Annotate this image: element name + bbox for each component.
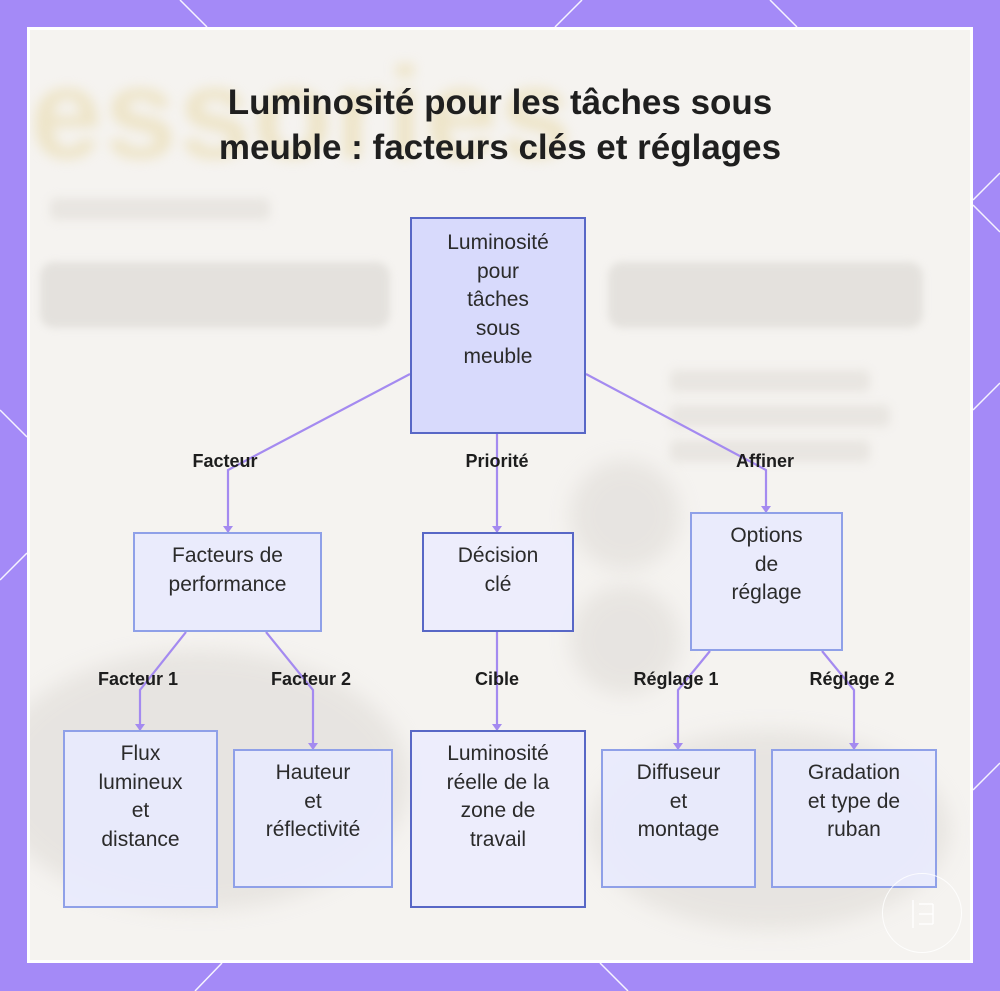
node-reelle-line: Luminosité [447, 742, 549, 765]
edge-facteurs-hauteur [265, 631, 315, 749]
node-hauteur-line: Hauteur [275, 761, 351, 784]
node-gradation-ruban: Gradation et type de ruban [771, 749, 937, 888]
edge-facteurs-flux [138, 631, 187, 730]
edge-root-options [585, 373, 768, 512]
node-root-line: sous [475, 316, 521, 340]
edge-label-priorite: Priorité [465, 451, 529, 471]
node-reelle-line: zone de [460, 799, 536, 822]
node-reelle-line: travail [469, 827, 526, 851]
node-flux-lumineux: Flux lumineux et distance [63, 730, 218, 908]
node-flux-line: et [131, 799, 150, 822]
node-root-line: tâches [467, 288, 529, 311]
node-diffuseur-line: et [669, 789, 688, 813]
node-root-luminosite: Luminosité pour tâches sous meuble [410, 217, 586, 434]
edge-label-affiner: Affiner [736, 451, 794, 471]
node-gradation-line: ruban [827, 818, 881, 841]
node-diffuseur-line: Diffuseur [636, 761, 721, 784]
node-facteurs-line: Facteurs de [172, 544, 283, 567]
node-diffuseur-montage: Diffuseur et montage [601, 749, 756, 888]
node-options-line: réglage [731, 581, 802, 604]
edge-label-facteur-2: Facteur 2 [270, 669, 352, 689]
edge-label-reglage-1: Réglage 1 [633, 669, 719, 689]
edge-label-facteur: Facteur [192, 451, 258, 471]
edge-options-gradation [821, 650, 856, 749]
edge-label-facteur-1: Facteur 1 [97, 669, 179, 689]
node-gradation-line: Gradation [807, 761, 901, 784]
node-reelle-line: réelle de la [446, 770, 550, 794]
node-decision-line: Décision [457, 544, 539, 567]
node-diffuseur-line: montage [637, 818, 720, 841]
watermark-logo [882, 873, 962, 953]
node-root-line: Luminosité [447, 231, 549, 254]
node-decision-line: clé [484, 572, 512, 596]
edge-label-reglage-2: Réglage 2 [809, 669, 895, 689]
diagram-title: Luminosité pour les tâches sous meuble :… [0, 80, 1000, 170]
node-flux-line: distance [101, 827, 180, 851]
node-options-line: de [754, 552, 779, 576]
node-hauteur-line: réflectivité [265, 818, 361, 841]
edge-options-diffuseur [676, 650, 711, 749]
title-line-1: Luminosité pour les tâches sous [227, 83, 773, 122]
node-root-line: meuble [463, 345, 533, 368]
node-facteurs-line: performance [168, 572, 287, 596]
node-gradation-line: et type de [807, 789, 901, 813]
node-facteurs-performance: Facteurs de performance [133, 532, 322, 632]
node-luminosite-reelle: Luminosité réelle de la zone de travail [410, 730, 586, 908]
node-options-line: Options [730, 524, 803, 547]
edge-label-cible: Cible [474, 669, 520, 689]
node-root-line: pour [476, 259, 520, 283]
node-flux-line: lumineux [98, 770, 183, 794]
logo-glyph-icon [912, 900, 934, 928]
edge-root-facteurs [226, 373, 411, 532]
node-decision-cle: Décision clé [422, 532, 574, 632]
title-line-2: meuble : facteurs clés et réglages [218, 128, 782, 167]
node-flux-line: Flux [120, 742, 161, 765]
node-hauteur-line: et [304, 789, 322, 813]
node-options-reglage: Options de réglage [690, 512, 843, 651]
node-hauteur-reflectivite: Hauteur et réflectivité [233, 749, 393, 888]
